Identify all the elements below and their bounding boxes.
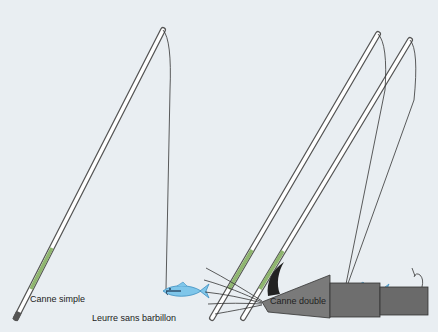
double-pole <box>212 34 416 318</box>
caption-label: Leurre sans barbillon <box>92 314 176 324</box>
single-pole <box>15 30 209 320</box>
lure <box>204 262 428 318</box>
caption-label: Canne simple <box>30 295 85 305</box>
caption-label: Canne double <box>270 297 326 307</box>
